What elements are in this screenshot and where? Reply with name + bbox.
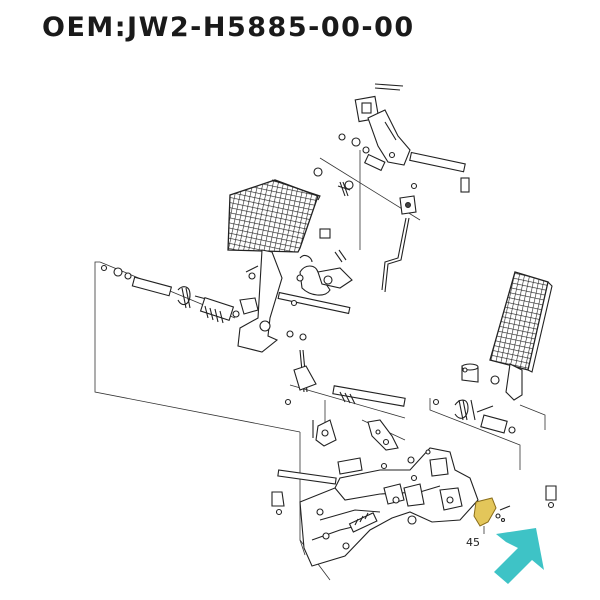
base-bracket-assembly [299, 447, 557, 567]
upper-pedal-assembly [313, 83, 470, 293]
oem-part-number-title: OEM:JW2-H5885-00-00 [42, 12, 415, 43]
left-pedal-assembly [100, 179, 353, 353]
center-shaft-parts [271, 349, 415, 516]
part-45-bracket [473, 497, 497, 527]
highlighted-part-45: 45 [466, 497, 506, 549]
arrow-icon [494, 528, 544, 584]
callout-number-45: 45 [466, 536, 480, 549]
pointer-arrow [494, 528, 544, 584]
right-pedal-assembly [432, 271, 553, 434]
